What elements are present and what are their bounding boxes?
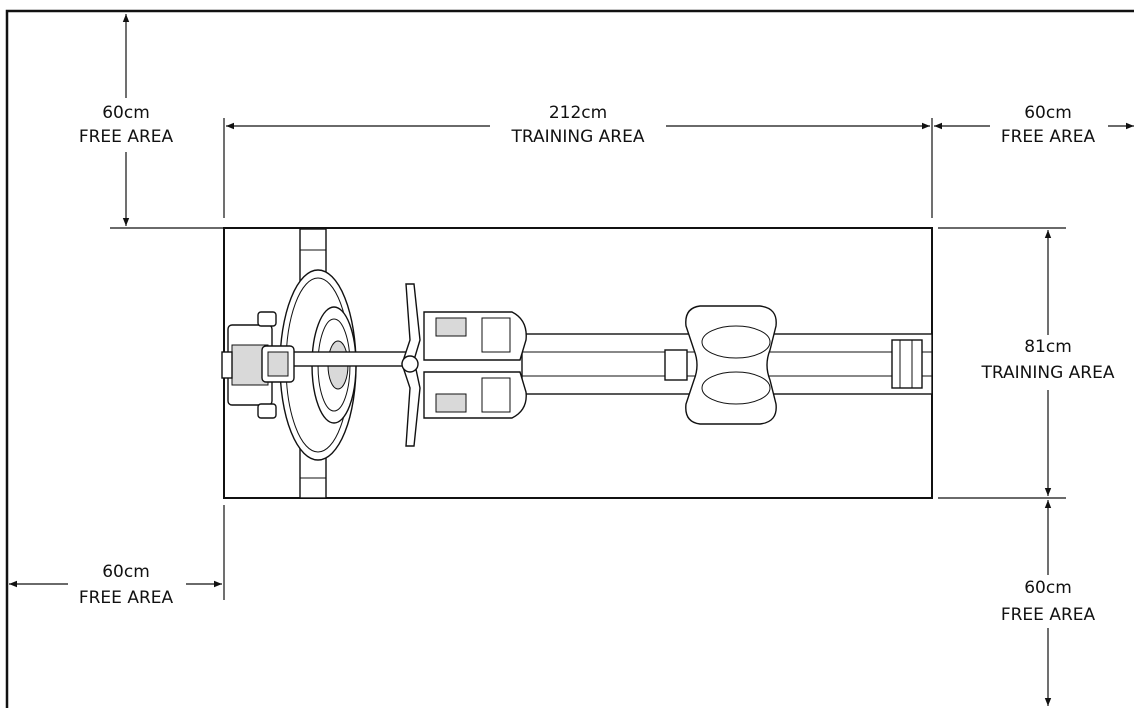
- seat: [685, 305, 777, 425]
- dim-right-training-label: TRAINING AREA: [981, 363, 1115, 383]
- extension-lines: [110, 118, 1066, 600]
- dim-top-right-value: 60cm: [1024, 103, 1072, 123]
- dim-top-training-value: 212cm: [549, 103, 607, 123]
- dim-top-right-free: 60cm FREE AREA: [934, 103, 1134, 147]
- dim-bottom-left-value: 60cm: [102, 562, 150, 582]
- dim-bottom-right-free: 60cm FREE AREA: [1001, 500, 1096, 706]
- rowing-machine: [221, 228, 933, 499]
- dim-top-training-label: TRAINING AREA: [511, 127, 645, 147]
- footrest-right: [423, 371, 527, 419]
- monitor: [261, 345, 409, 383]
- dim-top-right-label: FREE AREA: [1001, 127, 1096, 147]
- dim-top-training: 212cm TRAINING AREA: [226, 103, 930, 147]
- dim-bottom-left-free: 60cm FREE AREA: [9, 562, 222, 608]
- dim-right-training-value: 81cm: [1024, 337, 1072, 357]
- dim-top-left-label: FREE AREA: [79, 127, 174, 147]
- dim-top-left-free: 60cm FREE AREA: [79, 14, 174, 226]
- dim-right-training: 81cm TRAINING AREA: [981, 230, 1115, 496]
- dim-bottom-right-label: FREE AREA: [1001, 605, 1096, 625]
- dim-bottom-left-label: FREE AREA: [79, 588, 174, 608]
- sheet-border: [5, 9, 1134, 708]
- footrest-left: [423, 311, 527, 361]
- dim-bottom-right-value: 60cm: [1024, 578, 1072, 598]
- handle-bar: [401, 283, 421, 447]
- dim-top-left-value: 60cm: [102, 103, 150, 123]
